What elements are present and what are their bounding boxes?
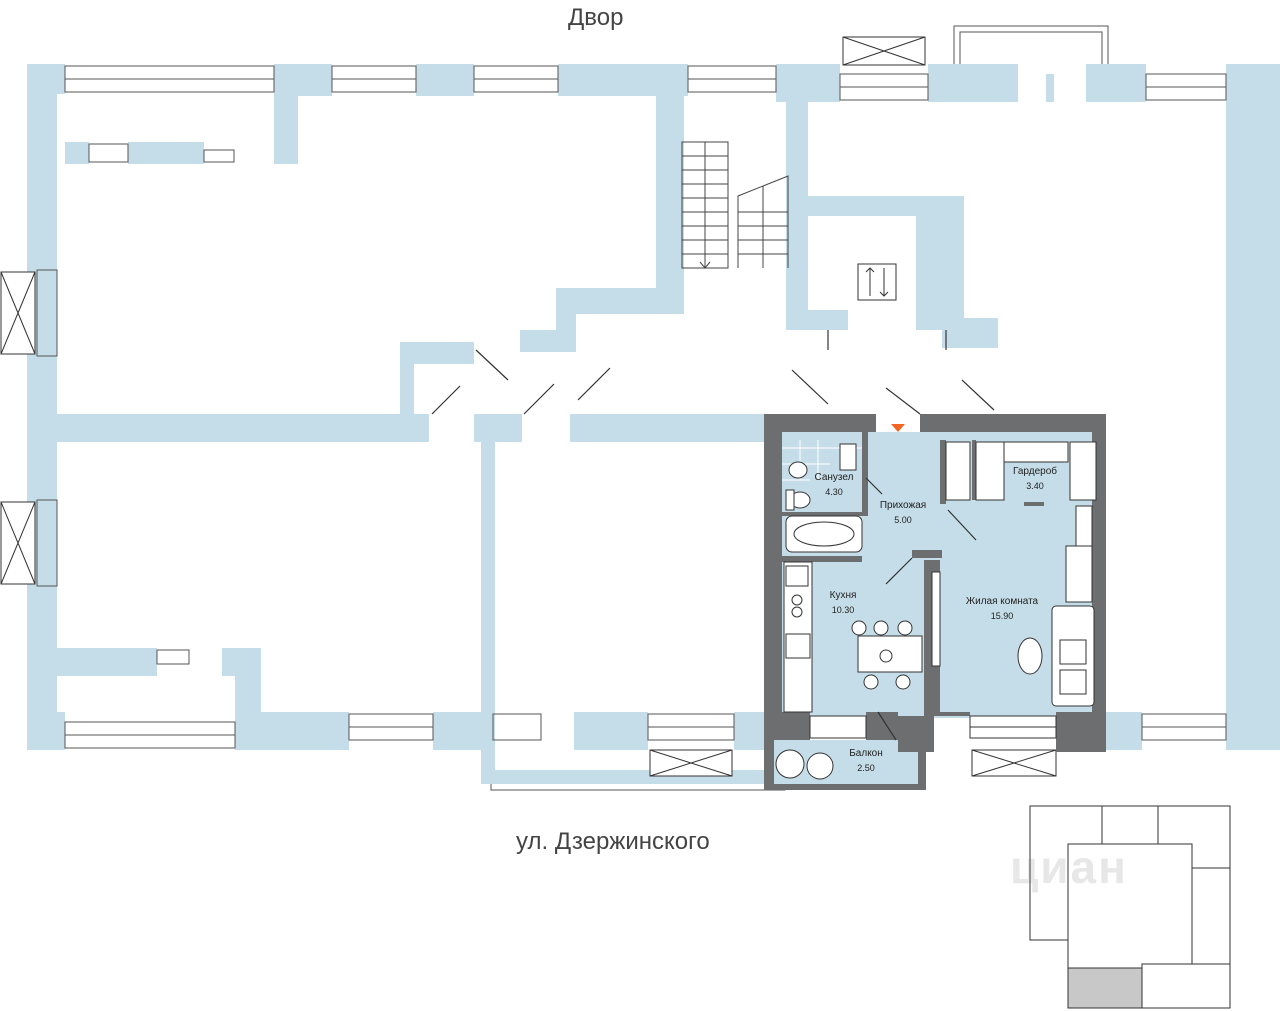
room-kitchen: Кухня 10.30 xyxy=(830,588,857,618)
room-living: Жилая комната 15.90 xyxy=(966,594,1038,624)
apartment-door-swings xyxy=(865,477,977,741)
watermark: циан xyxy=(1010,841,1128,893)
room-area: 2.50 xyxy=(857,763,875,773)
wardrobe-fixtures xyxy=(945,441,1097,501)
kitchen-fixtures xyxy=(783,561,923,713)
room-area: 15.90 xyxy=(990,611,1014,621)
room-hallway: Прихожая 5.00 xyxy=(880,498,926,528)
room-name: Кухня xyxy=(829,590,857,601)
elevator-icon xyxy=(857,263,897,301)
street-label: ул. Дзержинского xyxy=(516,828,710,855)
room-wardrobe: Гардероб 3.40 xyxy=(1013,464,1057,494)
staircase xyxy=(681,141,789,269)
room-name: Жилая комната xyxy=(965,596,1039,607)
vent-boxes xyxy=(0,36,1057,777)
courtyard-label: Двор xyxy=(568,4,624,31)
room-area: 10.30 xyxy=(831,605,855,615)
room-name: Санузел xyxy=(814,472,854,483)
living-furniture xyxy=(931,505,1095,707)
room-name: Гардероб xyxy=(1013,466,1057,477)
room-area: 4.30 xyxy=(825,487,843,497)
room-name: Балкон xyxy=(849,748,883,759)
building-locator-map xyxy=(1029,805,1231,1009)
room-balcony: Балкон 2.50 xyxy=(849,746,883,776)
building-walls xyxy=(27,64,1280,784)
bathroom-fixtures xyxy=(785,443,863,553)
balcony-furniture xyxy=(775,749,834,780)
door-swings xyxy=(431,330,995,415)
room-area: 5.00 xyxy=(894,515,912,525)
room-area: 3.40 xyxy=(1026,481,1044,491)
room-bathroom: Санузел 4.30 xyxy=(815,470,854,500)
room-name: Прихожая xyxy=(879,500,927,511)
entrance-marker xyxy=(891,424,905,432)
apartment-windows xyxy=(809,715,1057,739)
